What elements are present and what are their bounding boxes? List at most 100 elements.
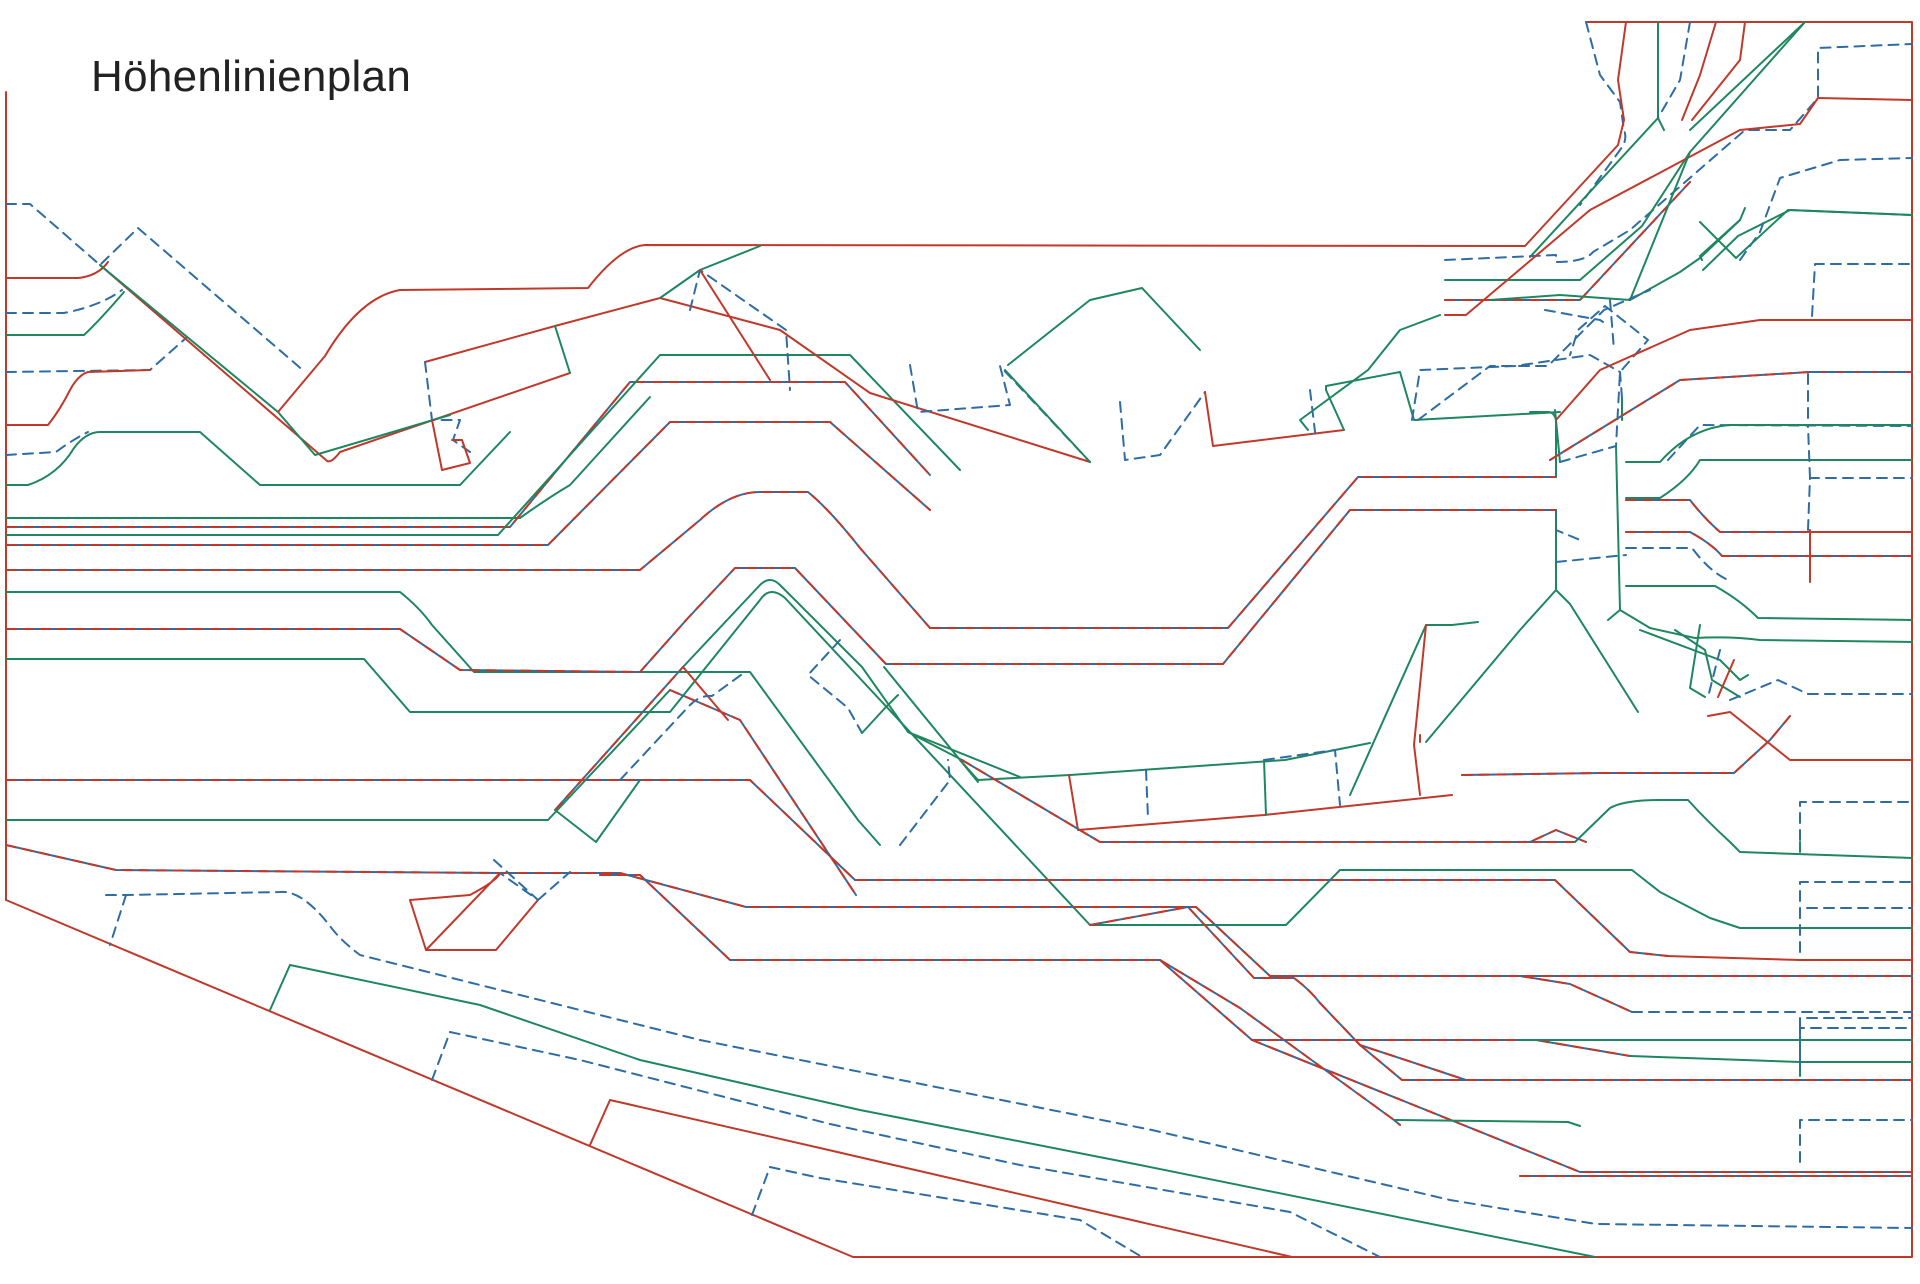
dashed-contour-line-124 [829, 1123, 1381, 1258]
contour-line-22 [5, 591, 1341, 926]
contour-line-63 [1555, 589, 1639, 713]
dashed-contour-line-98 [1799, 907, 1913, 953]
contour-line-11 [5, 431, 511, 486]
contour-line-overlay-89 [573, 779, 1669, 957]
contour-line-61 [1425, 509, 1557, 743]
dashed-contour-line-65 [1609, 299, 1615, 351]
contour-line-60 [1529, 411, 1557, 478]
contour-line-126 [1524, 21, 1627, 247]
contour-line-overlay-155 [1625, 499, 1913, 533]
contour-line-68 [1625, 585, 1913, 621]
contour-line-overlay-81 [1461, 772, 1601, 776]
dashed-contour-line-30 [619, 671, 746, 781]
dashed-contour-line-116 [537, 871, 571, 901]
contour-line-48 [699, 269, 771, 381]
contour-line-41 [1413, 624, 1427, 796]
contour-line-16 [5, 381, 931, 528]
dashed-contour-line-102 [1799, 1017, 1913, 1063]
dashed-contour-line-37 [1145, 769, 1149, 819]
contour-line-74 [1674, 629, 1741, 698]
contour-line-106 [1251, 1039, 1913, 1173]
contour-line-50 [1004, 369, 1091, 463]
contour-line-25 [5, 844, 501, 874]
dashed-contour-line-123 [699, 1039, 1913, 1229]
contour-line-87 [961, 759, 1587, 843]
contour-line-114 [409, 899, 427, 951]
contour-line-51 [1007, 287, 1201, 366]
dashed-contour-line-120 [431, 1031, 831, 1125]
contour-line-overlay-18 [5, 421, 931, 546]
contour-line-101 [1629, 1055, 1913, 1063]
contour-line-29 [554, 779, 641, 843]
dashed-contour-line-4 [5, 203, 306, 373]
contour-line-77 [1717, 659, 1735, 698]
contour-line-overlay-19 [5, 476, 1557, 629]
contour-line-111 [1393, 1119, 1581, 1127]
dashed-contour-line-157 [1555, 554, 1627, 563]
contour-line-19 [5, 476, 1557, 629]
dashed-contour-line-62 [1555, 509, 1581, 541]
contour-line-132 [1689, 21, 1806, 131]
contour-line-148 [1555, 319, 1761, 421]
dashed-contour-line-142 [1739, 157, 1913, 261]
contour-line-overlay-91 [499, 872, 1633, 1013]
dashed-contour-line-58 [1559, 305, 1649, 463]
contour-line-40 [1349, 621, 1479, 796]
contour-line-118 [269, 964, 1596, 1258]
contour-line-overlay-92 [669, 689, 857, 896]
dashed-contour-line-52 [1119, 391, 1206, 461]
contour-line-83 [1574, 799, 1913, 859]
contour-line-91 [499, 872, 1633, 1013]
contour-line-overlay-110 [1159, 959, 1401, 1126]
contour-line-86 [907, 731, 1021, 778]
dashed-contour-line-109 [1799, 1027, 1913, 1069]
contour-line-53 [1204, 391, 1345, 447]
contour-line-75 [1689, 624, 1706, 698]
dashed-contour-line-122 [751, 1166, 1143, 1258]
contour-line-overlay-150 [1549, 371, 1913, 461]
dashed-contour-line-144 [1811, 263, 1913, 317]
contour-line-139 [1699, 219, 1741, 261]
contour-line-93 [599, 874, 1631, 1057]
contour-line-54 [1325, 371, 1561, 431]
contour-line-146 [1299, 314, 1441, 431]
dashed-contour-line-115 [493, 859, 539, 901]
contour-line-15 [5, 396, 651, 519]
dashed-contour-line-78 [1729, 679, 1913, 701]
dashed-contour-line-125 [1579, 21, 1627, 206]
contour-line-90 [689, 671, 881, 846]
contour-line-110 [1159, 959, 1401, 1126]
contour-line-80 [1599, 715, 1791, 774]
contour-line-143 [1699, 209, 1913, 259]
contour-line-36 [1068, 774, 1453, 831]
contour-line-121 [589, 1099, 1293, 1258]
contour-line-94 [1089, 906, 1467, 1081]
contour-line-70 [1625, 459, 1913, 499]
contour-line-45 [554, 325, 571, 374]
contour-line-overlay-72 [1625, 531, 1913, 557]
contour-line-131 [1691, 21, 1746, 121]
contour-line-134 [1444, 21, 1806, 281]
contour-line-155 [1625, 499, 1913, 533]
contour-line-79 [1707, 711, 1913, 761]
contour-line-137 [1489, 219, 1741, 301]
dashed-contour-line-69 [1625, 547, 1729, 581]
contour-line-13 [99, 264, 451, 456]
dashed-contour-line-154 [1807, 425, 1811, 479]
contour-line-overlay-106 [1251, 1039, 1913, 1173]
contour-line-overlay-28 [554, 666, 684, 811]
dashed-contour-line-96 [1799, 881, 1913, 919]
contour-line-97 [1665, 955, 1913, 961]
contour-line-overlay-80 [1599, 715, 1791, 774]
contour-line-95 [1339, 869, 1913, 929]
dashed-contour-line-129 [1657, 21, 1691, 119]
contour-line-32 [861, 694, 899, 734]
contour-line-46 [659, 245, 761, 299]
contour-line-113 [409, 872, 539, 951]
contour-line-34 [883, 666, 979, 783]
contour-line-12 [99, 264, 571, 463]
contour-line-140 [1702, 209, 1913, 271]
contour-line-17 [5, 354, 961, 536]
dashed-contour-line-39 [1263, 749, 1341, 806]
